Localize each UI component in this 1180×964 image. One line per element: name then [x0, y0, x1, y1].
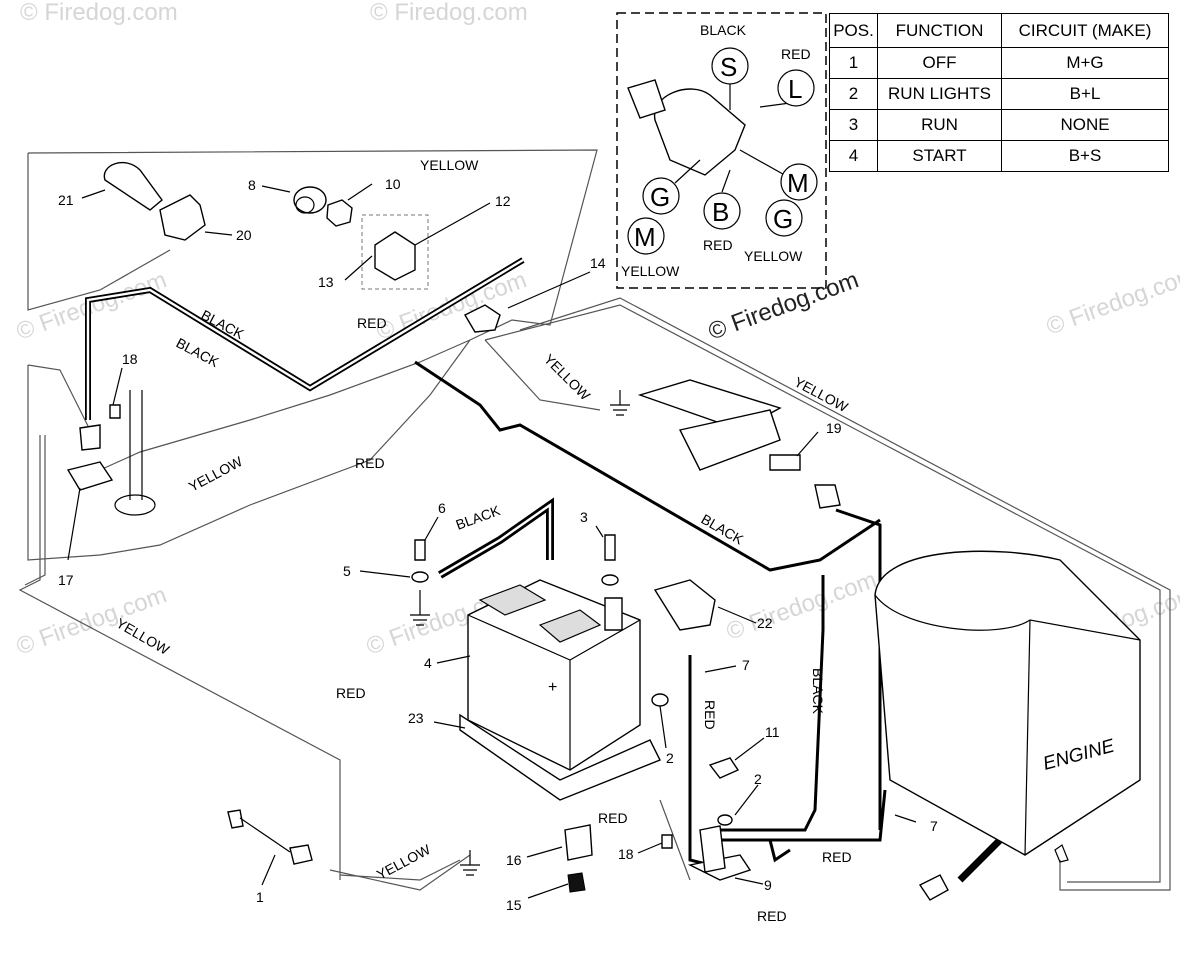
wire-label: YELLOW — [420, 157, 479, 173]
pin-s: S — [720, 52, 737, 82]
table-cell: 3 — [829, 109, 878, 141]
watermark: © Firedog.com — [20, 0, 178, 26]
callout-18b: 18 — [618, 846, 634, 862]
table-cell: START — [877, 140, 1002, 172]
table-cell: NONE — [1001, 109, 1169, 141]
table-cell: RUN — [877, 109, 1002, 141]
table-cell: 1 — [829, 47, 878, 79]
callout-13: 13 — [318, 274, 334, 290]
watermark: © Firedog.com — [13, 581, 170, 660]
black-wires — [85, 257, 1003, 883]
wire-label: RED — [702, 700, 718, 730]
watermark: © Firedog.com — [370, 0, 528, 26]
table-row: 2 RUN LIGHTS B+L — [829, 78, 1169, 110]
table-cell: M+G — [1001, 47, 1169, 79]
wire-label: RED — [357, 315, 387, 331]
wire-label: RED — [598, 810, 628, 826]
callout-18a: 18 — [122, 351, 138, 367]
watermark: © Firedog.com — [1043, 261, 1180, 340]
watermark: © Firedog.com — [13, 266, 170, 345]
callout-20: 20 — [236, 227, 252, 243]
callout-7a: 7 — [742, 657, 750, 673]
callout-10: 10 — [385, 176, 401, 192]
callout-4: 4 — [424, 655, 432, 671]
table-cell: OFF — [877, 47, 1002, 79]
terminal-color-m: YELLOW — [621, 263, 680, 279]
callout-23: 23 — [408, 710, 424, 726]
callout-11: 11 — [765, 724, 780, 740]
wire-label: RED — [355, 455, 385, 471]
table-row: 1 OFF M+G — [829, 47, 1169, 79]
table-cell: B+L — [1001, 78, 1169, 110]
column-header-function: FUNCTION — [877, 13, 1002, 48]
pin-g-2: G — [773, 204, 793, 234]
callout-15: 15 — [506, 897, 522, 913]
callout-3: 3 — [580, 509, 588, 525]
components — [66, 161, 1069, 901]
watermark: © Firedog.com — [723, 566, 880, 645]
callout-22: 22 — [757, 615, 773, 631]
pin-b: B — [712, 197, 729, 227]
callout-8: 8 — [248, 177, 256, 193]
callout-2b: 2 — [754, 771, 762, 787]
callout-16: 16 — [506, 852, 522, 868]
wire-label: BLACK — [174, 335, 223, 371]
terminal-color-b: RED — [703, 237, 733, 253]
table-row: 3 RUN NONE — [829, 109, 1169, 141]
pin-g: G — [650, 182, 670, 212]
battery: + — [459, 579, 716, 801]
wire-label: RED — [757, 908, 787, 924]
wire-label: YELLOW — [114, 615, 173, 658]
engine: ENGINE — [874, 550, 1141, 856]
leader-lines — [67, 183, 917, 899]
callout-14: 14 — [590, 255, 606, 271]
callouts: 21 20 8 10 12 13 14 18 17 19 6 5 3 4 22 … — [58, 176, 938, 913]
table-cell: 4 — [829, 140, 878, 172]
callout-12: 12 — [495, 193, 511, 209]
ignition-switch-detail: S L G B M G M BLACK RED RED YELLOW YELLO… — [616, 12, 827, 289]
svg-text:+: + — [548, 679, 557, 696]
terminal-color-g: YELLOW — [744, 248, 803, 264]
terminal-color-l: RED — [781, 46, 811, 62]
callout-21: 21 — [58, 192, 74, 208]
wire-outlines — [18, 149, 1171, 891]
callout-17: 17 — [58, 572, 74, 588]
table-cell: B+S — [1001, 140, 1169, 172]
column-header-pos: POS. — [829, 13, 878, 48]
wire-label: YELLOW — [374, 841, 434, 883]
table-row: 4 START B+S — [829, 140, 1169, 172]
callout-19: 19 — [826, 420, 842, 436]
wire-label: YELLOW — [186, 453, 246, 495]
wire-label: RED — [822, 849, 852, 865]
wire-label: YELLOW — [541, 351, 594, 404]
terminal-color-s: BLACK — [700, 22, 747, 38]
callout-9: 9 — [764, 877, 772, 893]
callout-5: 5 — [343, 563, 351, 579]
column-header-circuit: CIRCUIT (MAKE) — [1001, 13, 1169, 48]
copyright-watermark: © Firedog.com — [705, 266, 862, 345]
pin-m-2: M — [634, 222, 656, 252]
table-cell: 2 — [829, 78, 878, 110]
switch-position-table: POS. FUNCTION CIRCUIT (MAKE) 1 OFF M+G 2… — [829, 13, 1169, 172]
pin-m: M — [787, 168, 809, 198]
table-cell: RUN LIGHTS — [877, 78, 1002, 110]
wire-label: RED — [336, 685, 366, 701]
callout-6: 6 — [438, 500, 446, 516]
table-header-row: POS. FUNCTION CIRCUIT (MAKE) — [829, 13, 1169, 48]
wire-labels: YELLOW BLACK BLACK RED YELLOW YELLOW YEL… — [114, 157, 852, 924]
callout-1: 1 — [256, 889, 264, 905]
wire-label: BLACK — [454, 502, 503, 533]
wire-label: BLACK — [810, 668, 826, 715]
callout-7b: 7 — [930, 818, 938, 834]
pin-l: L — [788, 74, 802, 104]
callout-2a: 2 — [666, 750, 674, 766]
